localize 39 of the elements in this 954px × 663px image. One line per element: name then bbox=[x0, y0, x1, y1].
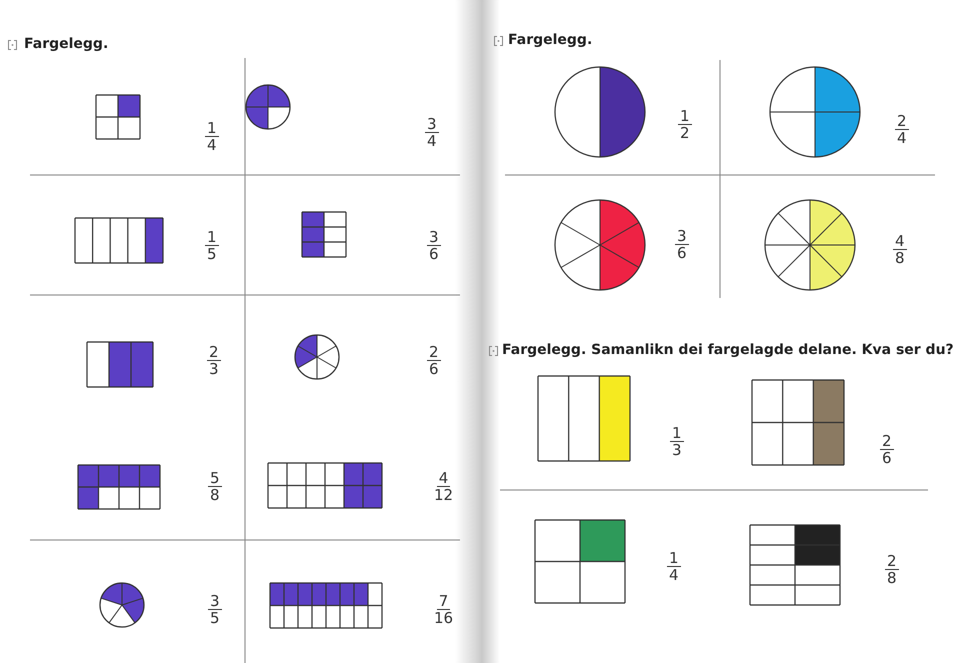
fraction-numerator: 7 bbox=[436, 593, 450, 610]
task-heading: Fargelegg. Samanlikn dei fargelagde delane. Kva ser du? bbox=[502, 342, 954, 358]
fraction-numerator: 2 bbox=[880, 433, 894, 450]
fraction-numerator: 1 bbox=[678, 108, 692, 125]
fraction-numerator: 2 bbox=[885, 553, 899, 570]
fraction-denominator: 8 bbox=[886, 570, 898, 586]
fraction-denominator: 4 bbox=[896, 130, 908, 146]
task-heading: Fargelegg. bbox=[24, 36, 108, 52]
fraction-numerator: 3 bbox=[425, 116, 439, 133]
fraction-numerator: 3 bbox=[208, 593, 222, 610]
fraction-numerator: 2 bbox=[427, 344, 441, 361]
fraction-denominator: 4 bbox=[426, 133, 438, 149]
fraction-denominator: 5 bbox=[206, 246, 218, 262]
fraction-denominator: 6 bbox=[428, 246, 440, 262]
fraction-denominator: 6 bbox=[881, 450, 893, 466]
fraction-numerator: 4 bbox=[893, 233, 907, 250]
fraction-numerator: 3 bbox=[427, 229, 441, 246]
fraction-numerator: 1 bbox=[205, 120, 219, 137]
fraction-denominator: 4 bbox=[206, 137, 218, 153]
fraction-denominator: 3 bbox=[208, 361, 220, 377]
fraction-numerator: 2 bbox=[895, 113, 909, 130]
fraction-denominator: 16 bbox=[433, 610, 454, 626]
fraction-numerator: 2 bbox=[207, 344, 221, 361]
fraction-numerator: 1 bbox=[670, 425, 684, 442]
fraction-numerator: 1 bbox=[667, 550, 681, 567]
fraction-denominator: 6 bbox=[676, 245, 688, 261]
fraction-denominator: 3 bbox=[671, 442, 683, 458]
task-heading: Fargelegg. bbox=[508, 32, 592, 48]
fraction-denominator: 2 bbox=[679, 125, 691, 141]
fraction-numerator: 4 bbox=[436, 470, 450, 487]
fraction-numerator: 1 bbox=[205, 229, 219, 246]
fraction-denominator: 8 bbox=[209, 487, 221, 503]
fraction-denominator: 6 bbox=[428, 361, 440, 377]
fraction-numerator: 3 bbox=[675, 228, 689, 245]
fraction-denominator: 5 bbox=[209, 610, 221, 626]
fraction-denominator: 4 bbox=[668, 567, 680, 583]
fraction-denominator: 8 bbox=[894, 250, 906, 266]
fraction-numerator: 5 bbox=[208, 470, 222, 487]
fraction-denominator: 12 bbox=[433, 487, 454, 503]
